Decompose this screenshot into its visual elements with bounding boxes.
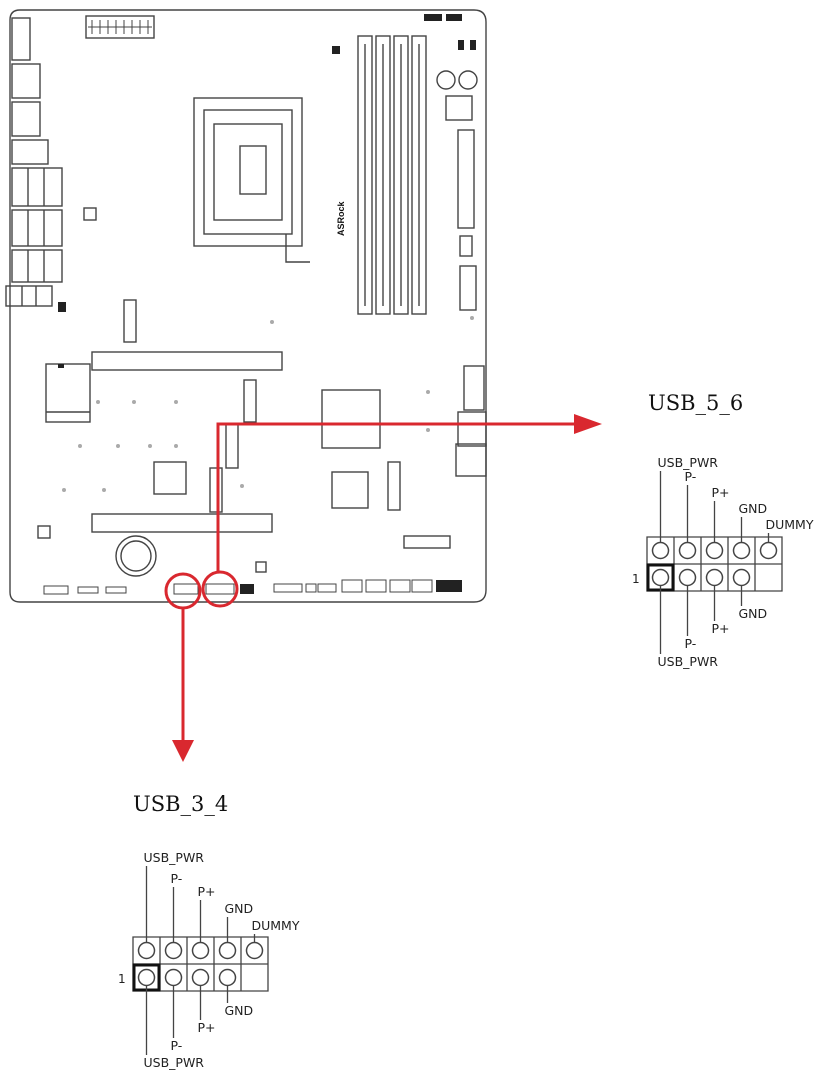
pin — [732, 541, 751, 560]
header-usb-5-6: USB_5_61USB_PWRP-P+GNDDUMMYGNDP+P-USB_PW… — [632, 391, 814, 669]
pin — [137, 968, 156, 987]
pin-label-bottom: P- — [685, 636, 697, 651]
pin — [705, 541, 724, 560]
pin-label-top: P- — [685, 469, 697, 484]
board-small-parts — [58, 14, 476, 594]
pin — [651, 541, 670, 560]
header-usb-3-4: USB_3_41USB_PWRP-P+GNDDUMMYGNDP+P-USB_PW… — [118, 792, 300, 1070]
pin — [759, 541, 778, 560]
pin-label-bottom: P+ — [712, 621, 730, 636]
brand-logo: ASRock — [336, 200, 346, 236]
board-bottom-headers — [43, 579, 433, 595]
board-dots — [62, 316, 474, 492]
pin-label-bottom: P- — [171, 1038, 183, 1053]
arrow-down-icon — [172, 740, 194, 762]
pin-label-top: DUMMY — [766, 517, 814, 532]
pin1-label: 1 — [118, 972, 126, 986]
pin — [137, 941, 156, 960]
pin-label-top: DUMMY — [252, 918, 300, 933]
pin-label-top: P+ — [198, 884, 216, 899]
pin-label-top: GND — [739, 501, 768, 516]
pin1-label: 1 — [632, 572, 640, 586]
pin — [218, 968, 237, 987]
pin-label-top: USB_PWR — [144, 850, 205, 865]
motherboard — [5, 9, 487, 603]
pin — [678, 541, 697, 560]
header-title: USB_5_6 — [648, 391, 743, 415]
pin-label-top: P- — [171, 871, 183, 886]
arrow-right-icon — [574, 414, 602, 434]
pin-label-top: P+ — [712, 485, 730, 500]
callout-usb34 — [164, 572, 202, 744]
pin-label-bottom: GND — [225, 1003, 254, 1018]
pin — [651, 568, 670, 587]
pin — [245, 941, 264, 960]
pin-label-top: USB_PWR — [658, 455, 719, 470]
pin — [705, 568, 724, 587]
pin-label-bottom: GND — [739, 606, 768, 621]
pin — [164, 941, 183, 960]
header-title: USB_3_4 — [133, 792, 228, 816]
pin — [218, 941, 237, 960]
pin — [164, 968, 183, 987]
pin — [732, 568, 751, 587]
pin — [191, 941, 210, 960]
pin-label-top: GND — [225, 901, 254, 916]
pin — [678, 568, 697, 587]
pin-label-bottom: USB_PWR — [658, 654, 719, 669]
pin — [191, 968, 210, 987]
pin-label-bottom: USB_PWR — [144, 1055, 205, 1070]
pin-label-bottom: P+ — [198, 1020, 216, 1035]
callout-usb56 — [201, 422, 578, 608]
